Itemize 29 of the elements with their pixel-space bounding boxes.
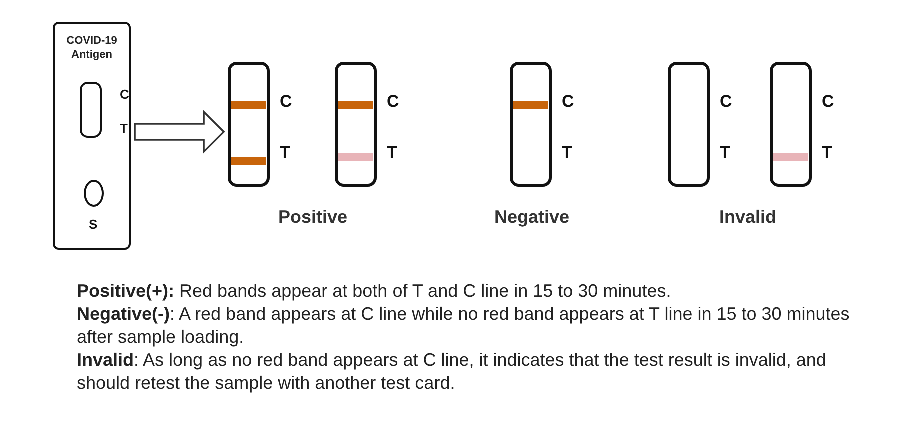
result-label: Invalid	[718, 207, 778, 228]
product-title: COVID-19 Antigen	[66, 34, 118, 62]
sample-well	[84, 180, 104, 207]
line-marker: C	[562, 93, 574, 110]
test-strip	[335, 62, 377, 187]
test-strip	[668, 62, 710, 187]
test-strip	[228, 62, 270, 187]
test-strip	[510, 62, 552, 187]
result-description: Negative(-): A red band appears at C line while no red band appears at T line in 15 to 30 minutes after sample loading.	[77, 303, 851, 349]
hollow-arrow	[134, 110, 226, 154]
result-description: Positive(+): Red bands appear at both of T and C line in 15 to 30 minutes.	[77, 280, 672, 303]
result-description: Invalid: As long as no red band appears at C line, it indicates that the test result is invalid, and should retest the sample with another test card.	[77, 349, 828, 395]
test-strip	[770, 62, 812, 187]
line-marker: T	[822, 144, 832, 161]
line-marker: C	[120, 88, 130, 101]
line-marker: T	[562, 144, 572, 161]
line-marker: C	[280, 93, 292, 110]
test-cassette	[53, 22, 131, 250]
result-label: Negative	[493, 207, 571, 228]
line-marker: T	[120, 122, 128, 135]
result-label: Positive	[277, 207, 349, 228]
line-marker: T	[720, 144, 730, 161]
line-marker: C	[720, 93, 732, 110]
line-marker: T	[280, 144, 290, 161]
line-marker: S	[89, 218, 98, 231]
strip-window	[80, 82, 102, 138]
line-marker: T	[387, 144, 398, 161]
line-marker: C	[822, 93, 834, 110]
line-marker: C	[387, 93, 400, 110]
